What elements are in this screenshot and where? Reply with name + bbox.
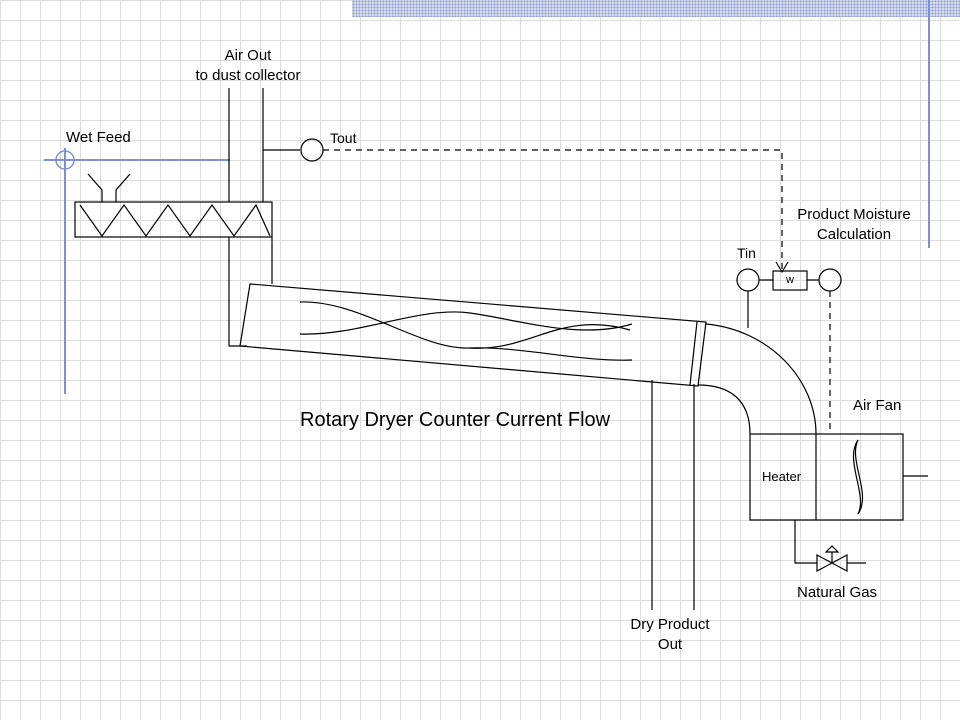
drum-lifter-3 <box>469 324 631 349</box>
tin-label: Tin <box>737 245 756 261</box>
heater-label: Heater <box>762 469 802 484</box>
hot-air-duct-outer <box>705 323 817 435</box>
drum-lifter-1 <box>299 301 633 361</box>
slide-top-band <box>352 0 960 17</box>
signal-arrowhead <box>775 261 789 274</box>
air-out-label-line2: to dust collector <box>195 67 301 84</box>
w-label: w <box>786 274 794 286</box>
tout-sensor <box>300 138 324 162</box>
feed-inlet-right <box>115 173 131 202</box>
screw-conveyor <box>74 201 273 238</box>
slide-accent-vertical-left <box>64 148 66 394</box>
air-out-label: Air Out to dust collector <box>168 46 328 86</box>
dry-product-label: Dry Product Out <box>600 615 740 655</box>
gas-supply-line <box>794 520 817 564</box>
tout-label: Tout <box>330 130 357 146</box>
gas-valve-icon <box>816 554 834 572</box>
moisture-sensor <box>818 268 842 292</box>
slide-crosshair-circle <box>55 150 75 170</box>
heater-fan-unit <box>749 433 904 521</box>
rotary-drum <box>239 283 707 387</box>
gas-valve-actuator <box>824 545 840 553</box>
wet-feed-label: Wet Feed <box>66 129 131 146</box>
drum-lifter-2 <box>299 311 633 335</box>
hot-air-duct-inner <box>697 384 751 435</box>
slide-accent-vertical-right <box>928 0 930 248</box>
product-moisture-label: Product Moisture Calculation <box>770 205 938 245</box>
natural-gas-label: Natural Gas <box>797 584 878 601</box>
tin-sensor <box>736 268 760 292</box>
product-moisture-line2: Calculation <box>816 226 892 243</box>
screw-flights <box>79 203 271 238</box>
drum-end-seal <box>689 321 698 386</box>
feed-inlet-left <box>87 173 103 202</box>
diagram-title: Rotary Dryer Counter Current Flow <box>300 409 611 431</box>
feed-chute <box>228 237 247 347</box>
product-moisture-line1: Product Moisture <box>797 206 911 223</box>
air-fan-label: Air Fan <box>853 397 902 414</box>
dry-product-line1: Dry Product <box>630 616 710 633</box>
dry-product-line2: Out <box>657 636 683 653</box>
slide-accent-horizontal <box>44 159 230 161</box>
fan-icon <box>852 439 864 515</box>
gas-valve-icon-b <box>830 554 848 572</box>
air-out-label-line1: Air Out <box>224 47 272 64</box>
tout-signal-line <box>323 149 783 270</box>
